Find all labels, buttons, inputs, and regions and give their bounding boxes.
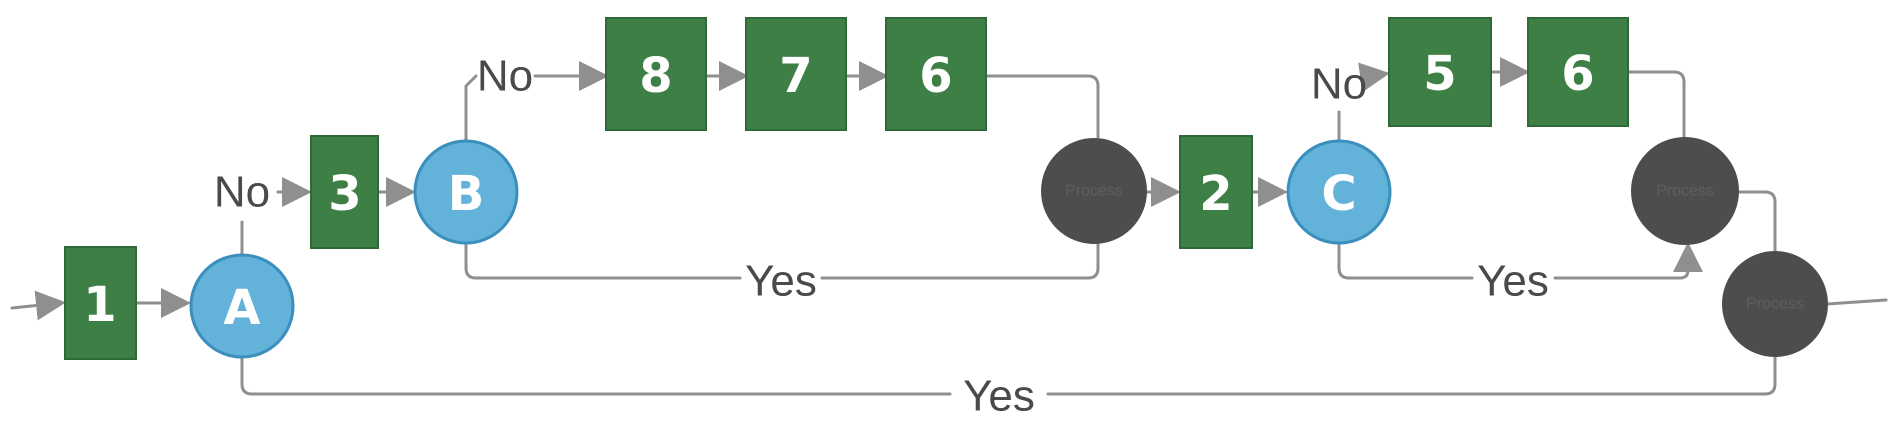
connector-6-to-merge-2	[1626, 70, 1686, 139]
edge-label-c-yes: Yes	[1477, 257, 1549, 306]
process-step-5-label: 5	[1423, 46, 1456, 102]
connector-yes-to-merge-2	[1553, 242, 1703, 280]
decision-c: C	[1286, 139, 1392, 245]
connector-no-to-5	[1358, 62, 1390, 93]
edge-label-c-no: No	[1311, 60, 1367, 109]
process-step-3-label: 3	[328, 166, 361, 222]
merge-node-3-label: Process	[1746, 296, 1804, 313]
process-step-1-label: 1	[83, 277, 116, 333]
process-step-7: 7	[745, 17, 847, 131]
merge-node-1-label: Process	[1065, 183, 1123, 200]
process-step-1: 1	[64, 246, 137, 360]
process-step-7-label: 7	[779, 48, 812, 104]
merge-node-2-label: Process	[1656, 183, 1714, 200]
decision-b: B	[413, 139, 519, 245]
merge-node-2: Process	[1631, 137, 1739, 245]
decision-c-label: C	[1321, 166, 1356, 222]
process-step-2: 2	[1179, 135, 1253, 249]
process-step-3: 3	[310, 135, 379, 249]
connector-merge-3-exit	[1825, 298, 1888, 306]
decision-a: A	[189, 253, 295, 359]
connector-c-yes-branch	[1337, 242, 1474, 280]
connector-a-yes-branch	[240, 356, 952, 396]
decision-a-label: A	[223, 280, 260, 336]
process-step-8: 8	[605, 17, 707, 131]
process-step-6-top-label: 6	[919, 48, 952, 104]
edge-label-b-yes: Yes	[745, 257, 817, 306]
process-step-2-label: 2	[1199, 166, 1232, 222]
connector-yes-to-merge-3	[1046, 355, 1777, 396]
connectors	[10, 57, 1888, 396]
process-step-6-right-label: 6	[1561, 46, 1594, 102]
edge-label-a-no: No	[214, 168, 270, 217]
connector-b-yes-branch	[464, 242, 742, 280]
connector-6-to-merge-1	[983, 74, 1100, 139]
process-step-5: 5	[1388, 17, 1492, 127]
edge-label-a-yes: Yes	[963, 372, 1035, 421]
process-step-8-label: 8	[639, 48, 672, 104]
connector-merge-2-to-merge-3	[1736, 190, 1777, 254]
edge-label-b-no: No	[477, 52, 533, 101]
process-step-6-right: 6	[1527, 17, 1629, 127]
merge-node-3: Process	[1722, 251, 1828, 357]
decision-b-label: B	[448, 166, 485, 222]
connector-entry-to-1	[10, 290, 66, 321]
process-step-6-top: 6	[885, 17, 987, 131]
connector-yes-to-merge-1	[820, 242, 1100, 280]
merge-node-1: Process	[1041, 138, 1147, 244]
connector-b-no-branch	[464, 74, 478, 142]
